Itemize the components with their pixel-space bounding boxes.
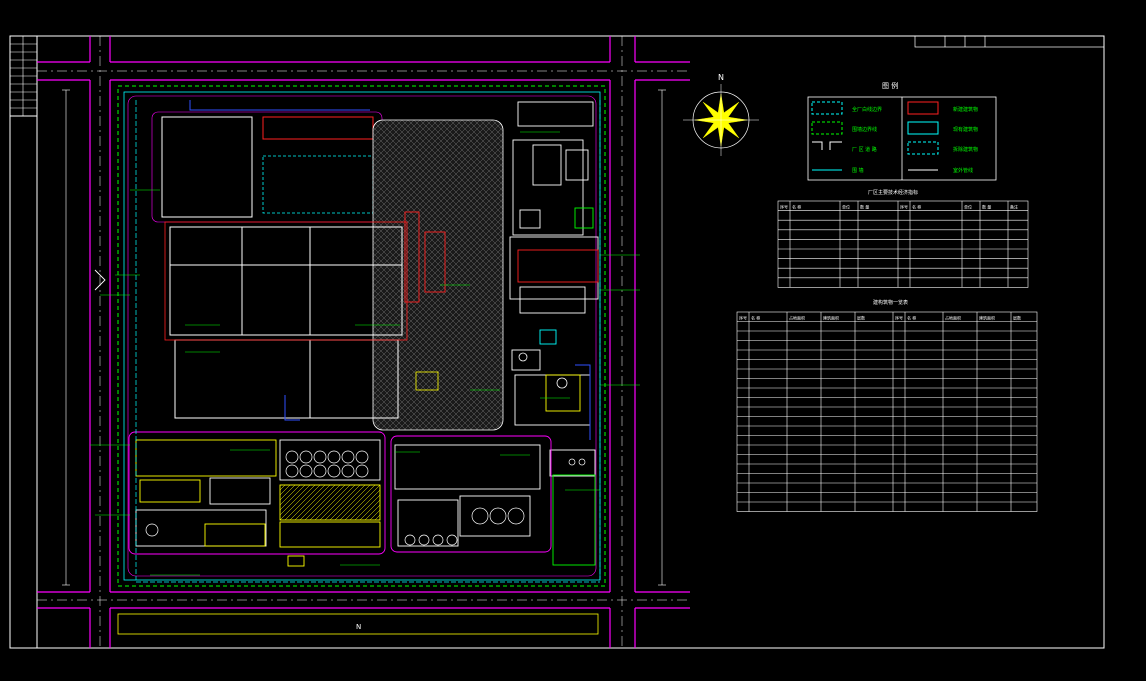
table1-header-cell: 数 量 bbox=[982, 204, 991, 210]
bottom-road-label: N bbox=[356, 623, 361, 631]
table1-header-cell: 名 称 bbox=[912, 204, 921, 210]
legend-title: 图 例 bbox=[882, 81, 898, 90]
table1-header-cell: 单位 bbox=[842, 204, 850, 210]
building-main-workshop-outline bbox=[164, 221, 408, 341]
legend-label-6: 拆除建筑物 bbox=[953, 146, 978, 153]
blue-pipelines bbox=[189, 100, 591, 440]
bottom-road-band bbox=[117, 613, 599, 635]
table2-header-cell: 名 称 bbox=[751, 315, 760, 321]
table1-header-cell: 单位 bbox=[964, 204, 972, 210]
legend-label-2: 新建建筑物 bbox=[953, 106, 978, 113]
road-network bbox=[37, 36, 690, 648]
table1-header-cell: 名 称 bbox=[792, 204, 801, 210]
table1-title: 厂区主要技术经济指标 bbox=[868, 189, 918, 196]
table2-title: 建构筑物一览表 bbox=[873, 299, 908, 306]
building-list-table: 序号名 称占地面积建筑面积层数序号名 称占地面积建筑面积层数 bbox=[736, 311, 1038, 512]
cyan-pipelines bbox=[135, 100, 601, 583]
dimension-lines bbox=[62, 89, 666, 586]
table1-header-cell: 序号 bbox=[780, 204, 788, 210]
road-centerlines bbox=[37, 36, 690, 648]
table2-header-cell: 序号 bbox=[895, 315, 903, 321]
legend-labels: 全厂白线边界 新建建筑物 围墙边界线 现有建筑物 厂 区 道 路 拆除建筑物 围… bbox=[852, 106, 978, 174]
table1-header-cell: 序号 bbox=[900, 204, 908, 210]
table2-header-cell: 建筑面积 bbox=[979, 315, 995, 321]
east-tanks bbox=[518, 352, 568, 389]
building-center-strip bbox=[404, 211, 446, 303]
annotation-leaders bbox=[90, 79, 640, 576]
table2-header-cell: 占地面积 bbox=[945, 315, 961, 321]
legend-swatches bbox=[811, 101, 939, 171]
drawing-frame bbox=[9, 35, 1105, 649]
legend-label-3: 围墙边界线 bbox=[852, 126, 877, 133]
legend-label-5: 厂 区 道 路 bbox=[852, 146, 877, 153]
table2-header-cell: 占地面积 bbox=[789, 315, 805, 321]
utility-zone bbox=[128, 431, 596, 566]
utility-tanks bbox=[145, 450, 586, 546]
table2-header-cell: 层数 bbox=[857, 315, 865, 321]
legend-label-8: 室外管线 bbox=[953, 167, 973, 174]
table1-header-cell: 备注 bbox=[1010, 204, 1018, 210]
legend-label-1: 全厂白线边界 bbox=[852, 106, 882, 113]
paved-yard bbox=[372, 119, 504, 431]
building-main-workshop bbox=[169, 226, 403, 419]
table1-header-cell: 数 量 bbox=[860, 204, 869, 210]
center-small-box bbox=[415, 371, 439, 391]
revision-block bbox=[10, 36, 37, 116]
gate-markers bbox=[94, 269, 305, 567]
north-label: N bbox=[718, 73, 724, 82]
tech-index-table: 序号名 称单位数 量序号名 称单位数 量备注 bbox=[777, 200, 1029, 288]
table1-border bbox=[777, 200, 1029, 288]
table2-border bbox=[736, 311, 1038, 512]
table2-header-cell: 名 称 bbox=[907, 315, 916, 321]
title-strip bbox=[914, 35, 1105, 48]
table2-header-cell: 层数 bbox=[1013, 315, 1021, 321]
legend-label-4: 现有建筑物 bbox=[953, 126, 978, 133]
table2-header-cell: 序号 bbox=[739, 315, 747, 321]
legend-box bbox=[807, 96, 997, 181]
legend-label-7: 围 墙 bbox=[852, 167, 864, 174]
north-arrow-icon bbox=[683, 84, 759, 156]
table2-header-cell: 建筑面积 bbox=[823, 315, 839, 321]
